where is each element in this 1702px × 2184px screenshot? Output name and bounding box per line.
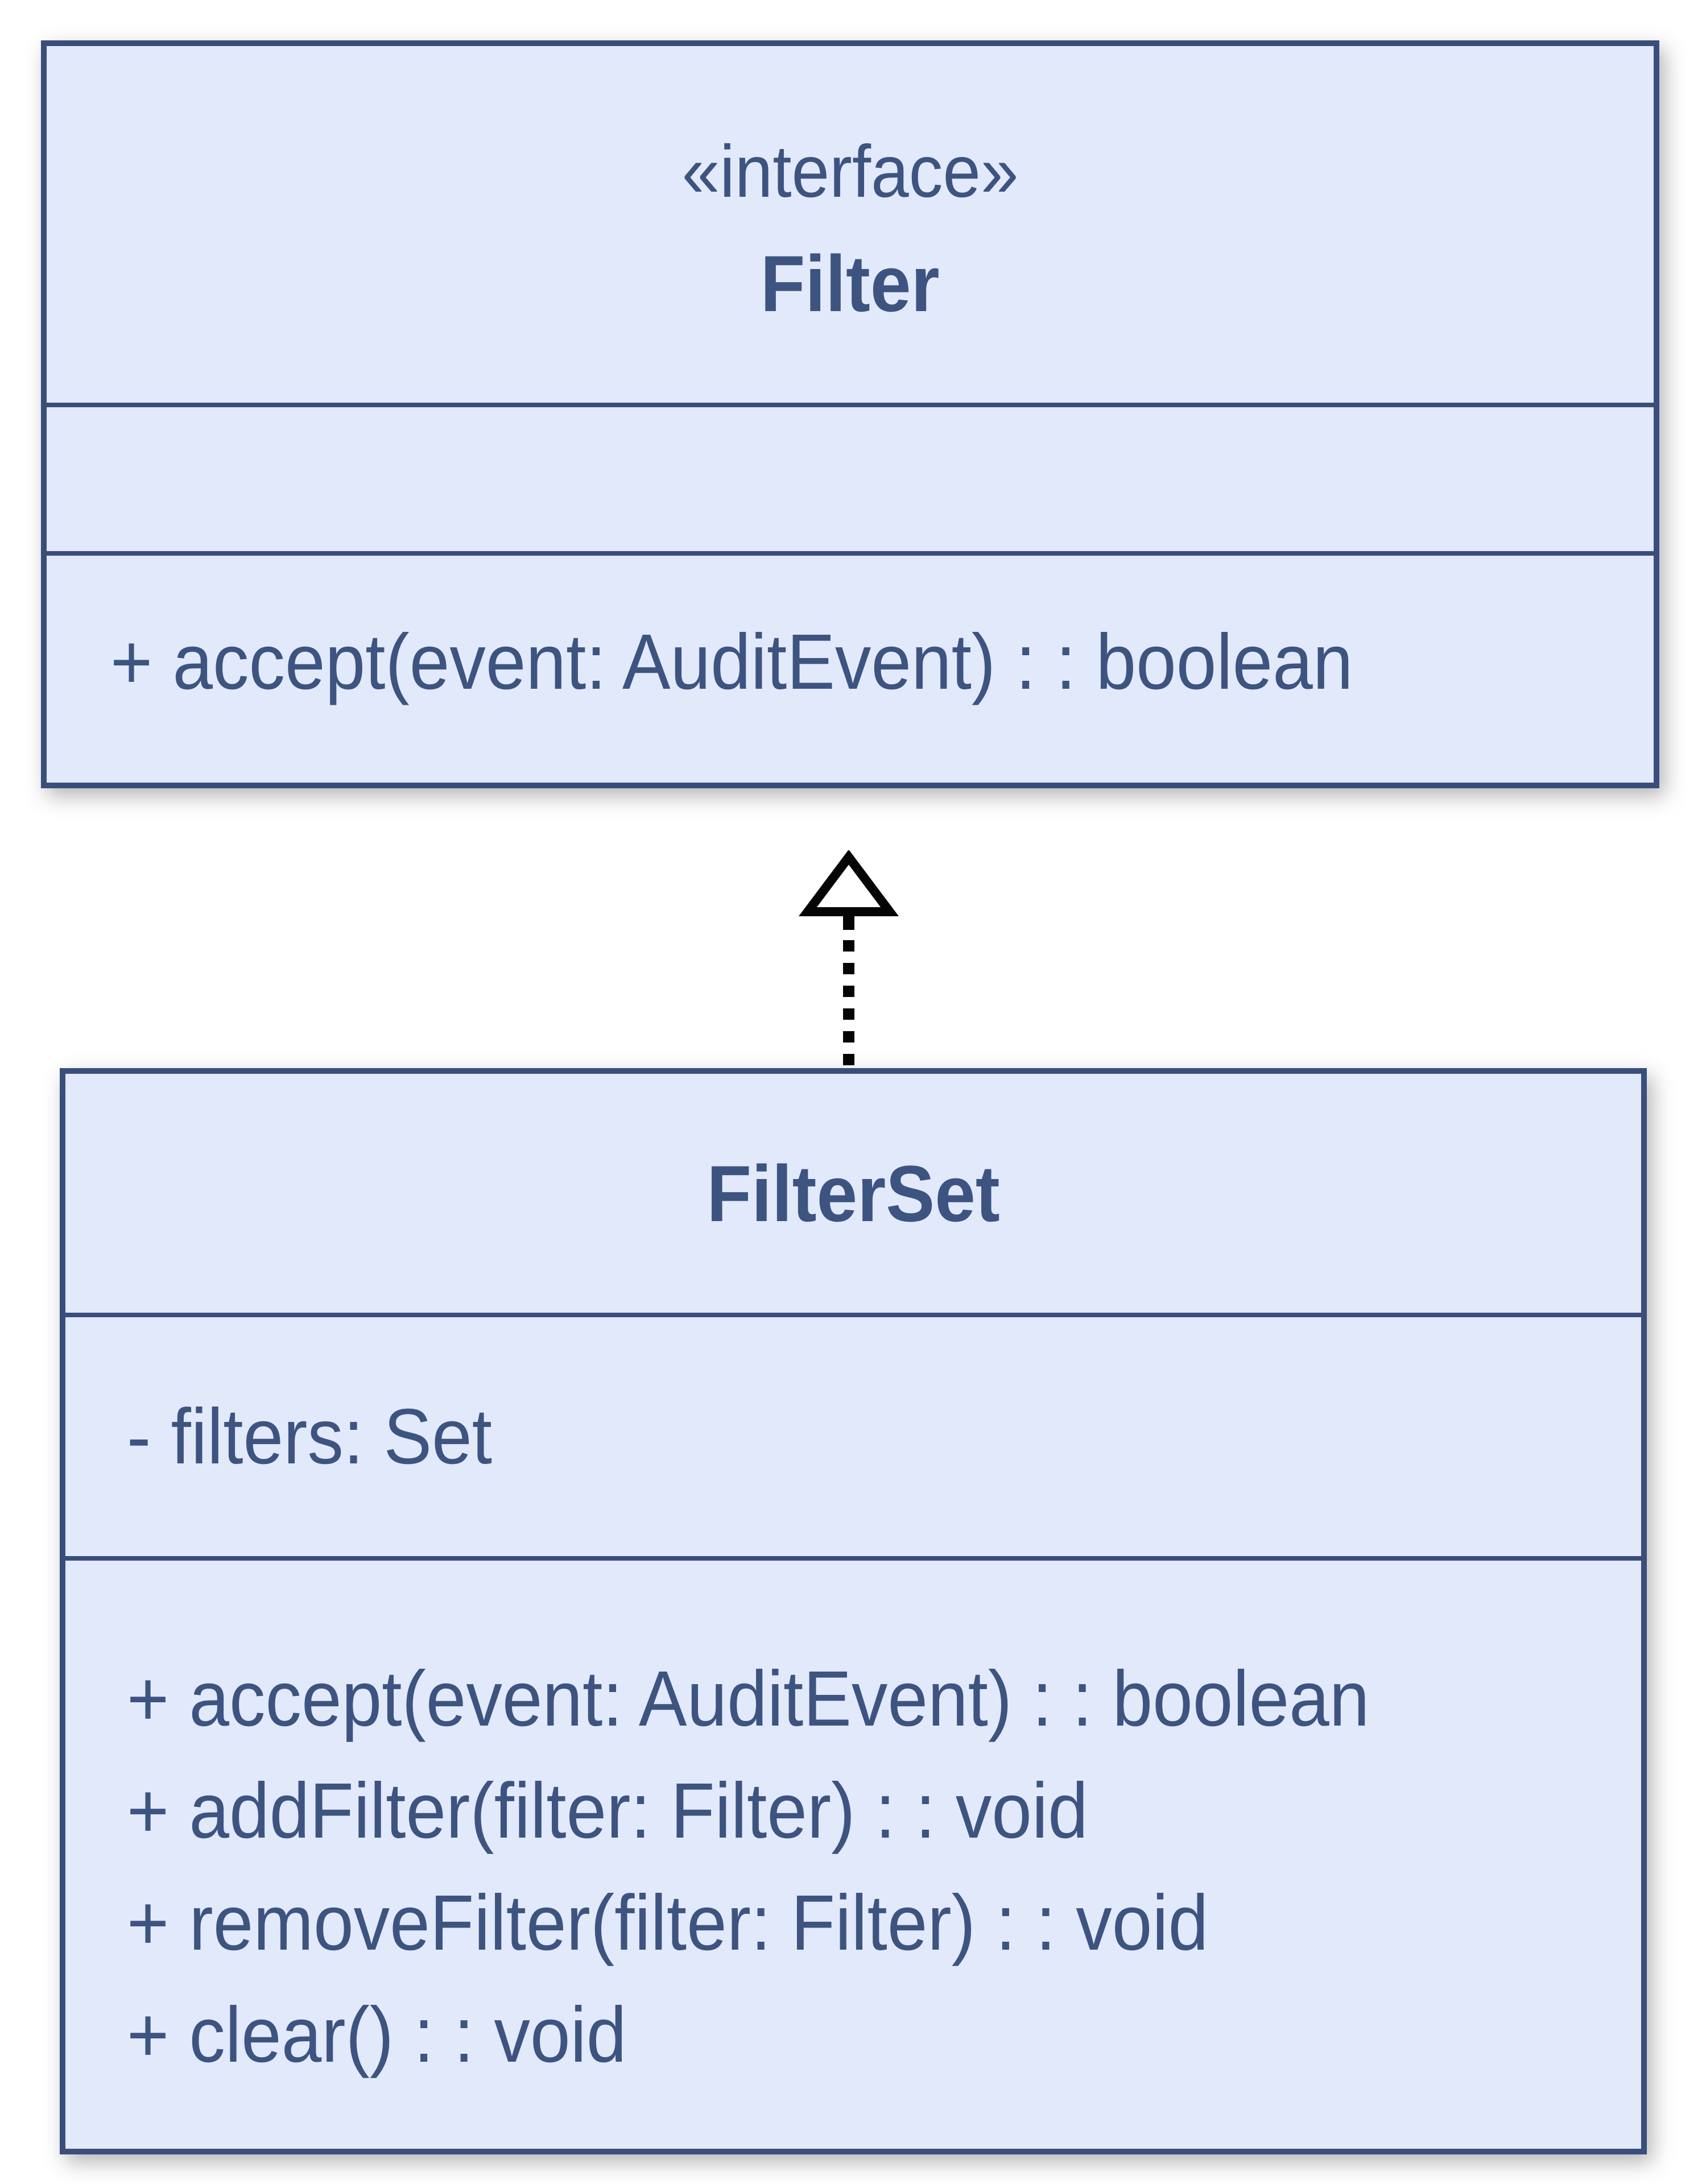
attribute-text: - filters: Set [127, 1392, 493, 1480]
filter-class-name: Filter [753, 237, 947, 330]
filter-stereotype-label: «interface» [667, 129, 1033, 214]
filter-methods-compartment: + accept(event: AuditEvent) : : boolean [47, 551, 1654, 783]
filter-class-name-text: Filter [761, 239, 940, 328]
method-text: + accept(event: AuditEvent) : : boolean [127, 1655, 1370, 1743]
method-line: + addFilter(filter: Filter) : : void [127, 1755, 1641, 1867]
filterset-attributes-compartment: - filters: Set [65, 1313, 1641, 1556]
filter-attributes-compartment [47, 403, 1654, 551]
method-text: + accept(event: AuditEvent) : : boolean [110, 618, 1353, 706]
class-box-filter-interface: «interface» Filter + accept(event: Audit… [41, 40, 1659, 788]
method-text: + clear() : : void [127, 1991, 627, 2079]
filterset-class-name: FilterSet [694, 1147, 1013, 1240]
filterset-methods-compartment: + accept(event: AuditEvent) : : boolean … [65, 1556, 1641, 2149]
method-text: + addFilter(filter: Filter) : : void [127, 1767, 1088, 1855]
realization-arrow [799, 850, 899, 1069]
class-box-filterset: FilterSet - filters: Set + accept(event:… [60, 1068, 1647, 2154]
filter-stereotype-text: «interface» [681, 130, 1019, 213]
filterset-class-name-text: FilterSet [707, 1148, 1000, 1238]
filterset-header-compartment: FilterSet [65, 1074, 1641, 1313]
method-text: + removeFilter(filter: Filter) : : void [127, 1879, 1209, 1967]
method-line: + clear() : : void [127, 1979, 1641, 2091]
method-line: + removeFilter(filter: Filter) : : void [127, 1867, 1641, 1979]
attribute-line: - filters: Set [127, 1381, 524, 1493]
method-line: + accept(event: AuditEvent) : : boolean [127, 1643, 1641, 1755]
hollow-triangle-arrowhead-icon [799, 850, 899, 916]
filter-header-compartment: «interface» Filter [47, 46, 1654, 403]
method-line: + accept(event: AuditEvent) : : boolean [110, 606, 1654, 718]
